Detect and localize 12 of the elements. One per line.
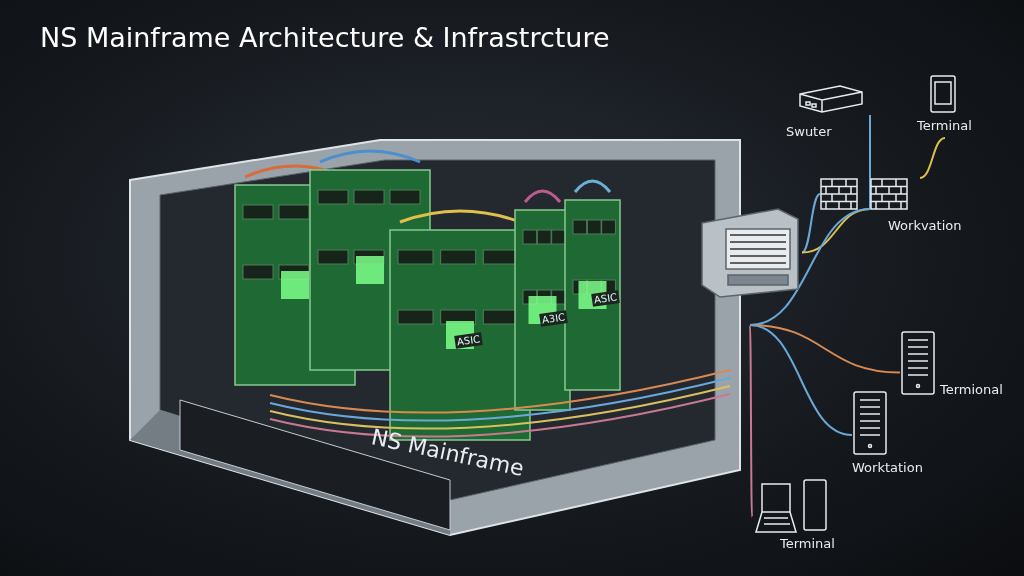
device-label: Swuter [786,124,832,139]
device-label: Terminal [917,118,972,133]
cable [749,324,853,436]
title: NS Mainframe Architecture & Infrastrcture [40,22,610,53]
cable [801,193,821,254]
device-label: Workvation [888,218,962,233]
device-label: Worktation [852,460,923,475]
cable [869,114,871,210]
cable [749,324,753,518]
device-label: Terminal [780,536,835,551]
device-label: Termional [940,382,1003,397]
cable [919,137,946,179]
